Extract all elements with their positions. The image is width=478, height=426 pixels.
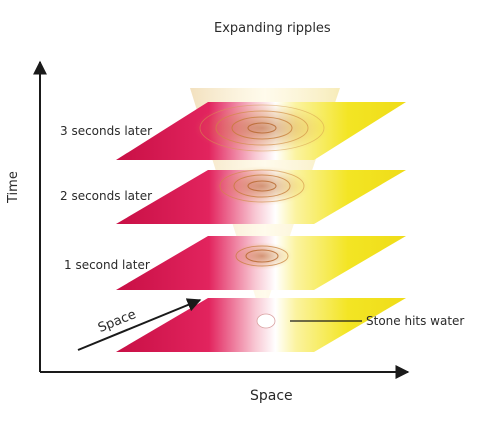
layer-3-seconds xyxy=(116,102,406,160)
ripple-ring-1b xyxy=(235,245,289,267)
stone-impact-dot xyxy=(256,313,276,329)
diagram-title: Expanding ripples xyxy=(214,21,331,36)
layer-label-1-second: 1 second later xyxy=(64,258,150,272)
ripple-ring-2c xyxy=(219,169,305,203)
layer-label-2-seconds: 2 seconds later xyxy=(60,189,153,203)
layer-2-seconds xyxy=(116,166,406,224)
ripple-ring-2b xyxy=(233,174,291,198)
stone-hits-water-label: Stone hits water xyxy=(366,314,465,328)
ripple-ring-3c xyxy=(215,110,309,146)
ripple-ring-3a xyxy=(247,122,277,134)
ripple-ring-3b xyxy=(231,116,293,140)
layer-1-second xyxy=(116,236,406,290)
layer-stone-hits-water xyxy=(116,298,406,352)
ripple-ring-2a xyxy=(247,180,277,192)
layer-label-3-seconds: 3 seconds later xyxy=(60,124,153,138)
space-axis-depth xyxy=(77,298,202,351)
ripple-ring-3d xyxy=(199,104,325,152)
ripple-glow-3 xyxy=(194,102,330,154)
ripple-ring-1a xyxy=(245,249,279,263)
ripple-glow-2 xyxy=(214,166,310,206)
ripple-glow-1 xyxy=(232,242,292,270)
space-axis-label: Space xyxy=(250,388,293,404)
time-axis-label: Time xyxy=(6,171,21,203)
